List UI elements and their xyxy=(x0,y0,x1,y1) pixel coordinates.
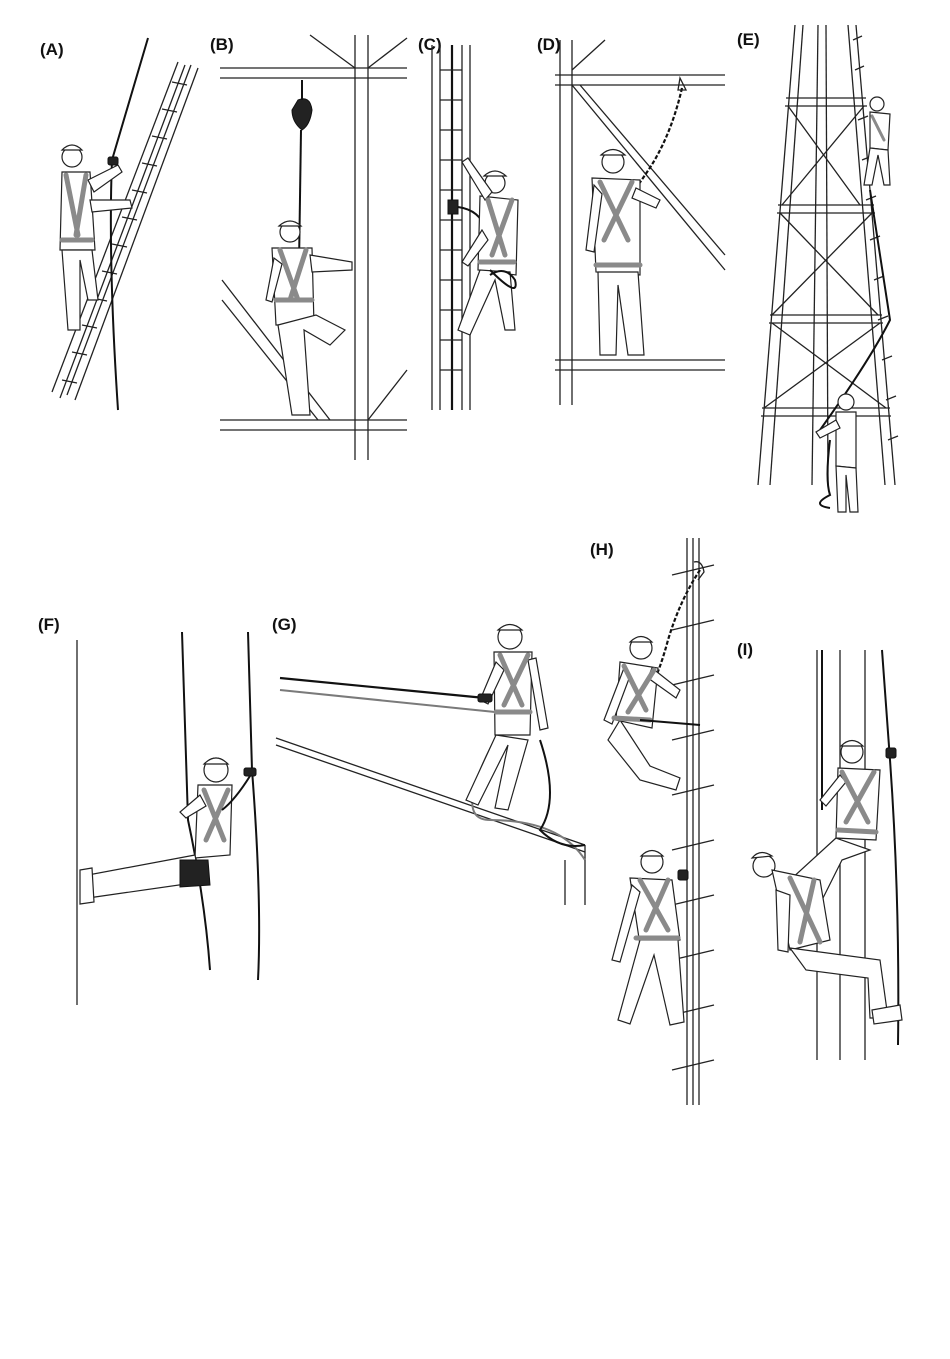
panel-i-label: (I) xyxy=(737,640,753,659)
worker-b xyxy=(266,221,352,415)
panel-b: (B) xyxy=(210,35,407,460)
worker-d xyxy=(586,150,660,356)
panel-d: (D) xyxy=(537,35,725,405)
rescuer-h xyxy=(604,637,700,791)
climber-e xyxy=(864,97,890,185)
worker-f xyxy=(80,758,256,904)
seat-harness xyxy=(180,860,210,887)
panel-e-label: (E) xyxy=(737,30,760,49)
belayer-e xyxy=(816,394,858,512)
panel-h-label: (H) xyxy=(590,540,614,559)
panel-g-label: (G) xyxy=(272,615,297,634)
rope-grab-device xyxy=(108,157,118,165)
panel-e: (E) xyxy=(737,25,898,512)
self-retracting-lifeline xyxy=(292,99,312,130)
back-up-device xyxy=(244,768,256,776)
casualty-h xyxy=(612,851,688,1026)
worker-c xyxy=(458,158,518,335)
panel-d-label: (D) xyxy=(537,35,561,54)
panel-f: (F) xyxy=(38,615,259,1005)
panel-b-label: (B) xyxy=(210,35,234,54)
panel-a: (A) xyxy=(40,38,198,410)
worker-g xyxy=(466,625,548,811)
rescue-rope-right xyxy=(882,650,898,1045)
panel-f-label: (F) xyxy=(38,615,60,634)
panel-c: (C) xyxy=(418,35,518,410)
panel-h: (H) xyxy=(590,538,714,1105)
guided-fall-arrester xyxy=(448,200,458,214)
panel-c-label: (C) xyxy=(418,35,442,54)
rope-adjuster xyxy=(478,694,492,702)
panel-a-label: (A) xyxy=(40,40,64,59)
belay-rope xyxy=(820,190,890,430)
horizontal-lifeline xyxy=(280,678,485,698)
panel-i: (I) xyxy=(737,640,902,1060)
panel-g: (G) xyxy=(272,615,585,905)
safety-line xyxy=(248,632,259,980)
